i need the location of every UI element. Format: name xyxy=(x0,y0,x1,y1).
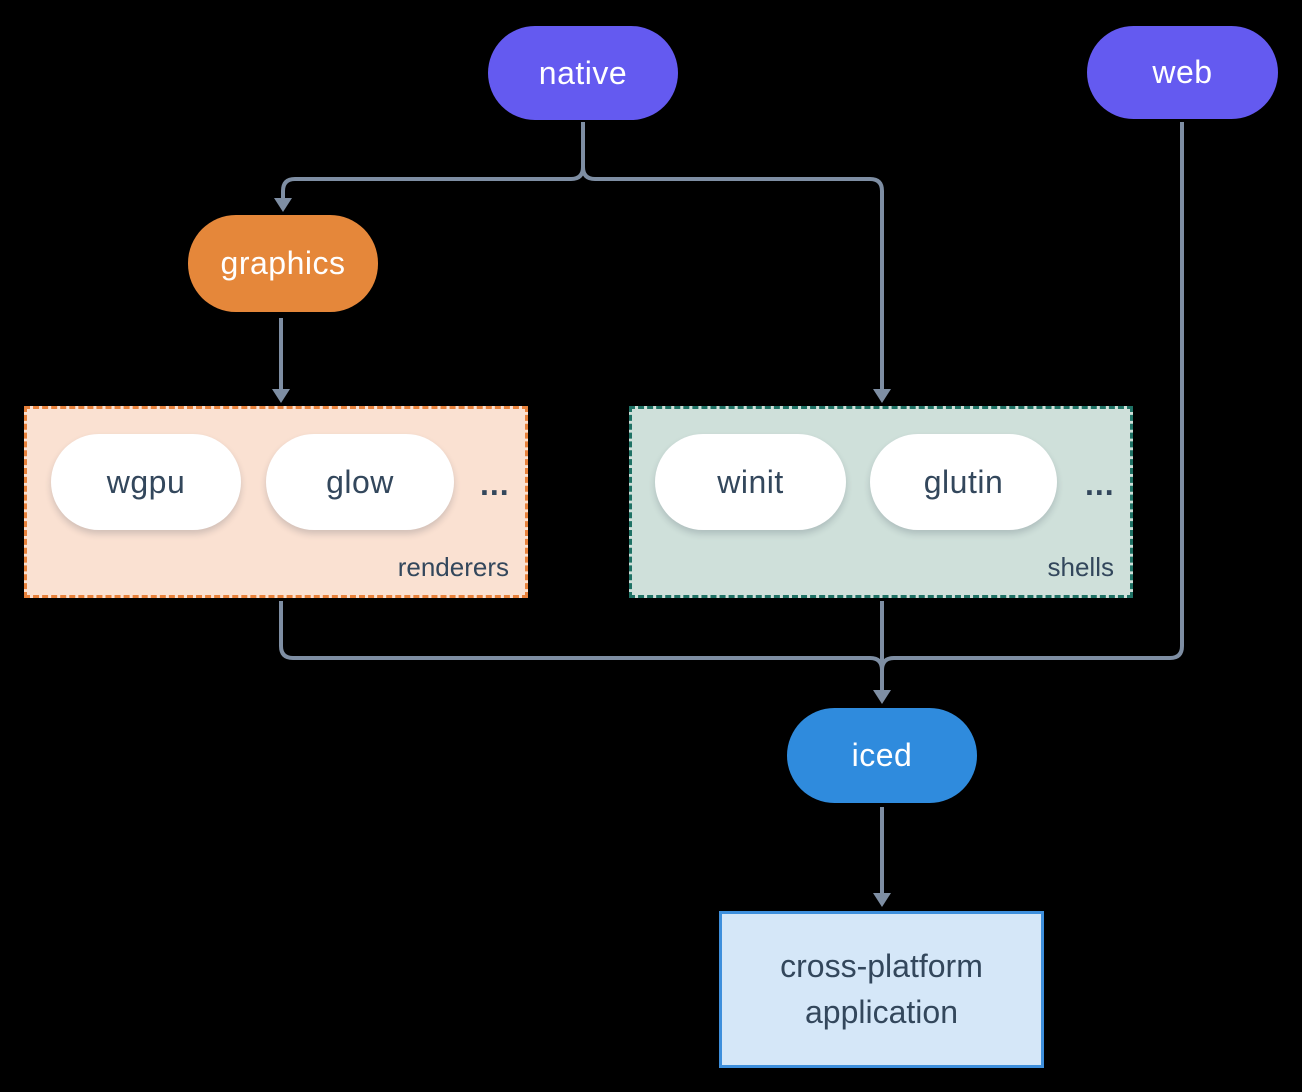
shells-ellipsis: ... xyxy=(1085,466,1115,502)
shells-group-label: shells xyxy=(1047,552,1114,582)
arrowhead-graphics-icon xyxy=(274,198,292,212)
node-native-label: native xyxy=(538,54,628,91)
node-glutin: glutin xyxy=(870,434,1057,530)
node-wgpu: wgpu xyxy=(51,434,241,530)
node-winit: winit xyxy=(655,434,846,530)
arrowhead-renderers-icon xyxy=(272,389,290,403)
renderers-group-label: renderers xyxy=(397,552,509,582)
node-graphics-label: graphics xyxy=(220,245,346,281)
application-label-line2: application xyxy=(805,993,958,1030)
node-glow-label: glow xyxy=(326,463,394,500)
connector-renderers-to-iced xyxy=(279,601,884,675)
group-shells: winit glutin ... shells xyxy=(629,406,1133,598)
arrowhead-shells-icon xyxy=(873,389,891,403)
node-glutin-label: glutin xyxy=(923,463,1004,500)
group-renderers: wgpu glow ... renderers xyxy=(24,406,528,598)
node-iced-label: iced xyxy=(851,737,913,773)
node-wgpu-label: wgpu xyxy=(106,463,186,500)
node-cross-platform-application: cross-platform application xyxy=(719,911,1044,1068)
node-winit-label: winit xyxy=(717,463,784,500)
arrowhead-application-icon xyxy=(873,893,891,907)
node-web: web xyxy=(1087,26,1278,119)
connector-native-to-shells xyxy=(581,166,884,390)
node-iced: iced xyxy=(787,708,977,803)
node-glow: glow xyxy=(266,434,454,530)
application-label-line1: cross-platform xyxy=(780,948,983,985)
renderers-ellipsis: ... xyxy=(480,466,510,502)
connector-native-to-graphics xyxy=(281,166,585,199)
arrowhead-iced-icon xyxy=(873,690,891,704)
node-graphics: graphics xyxy=(188,215,378,312)
node-web-label: web xyxy=(1152,54,1213,90)
node-native: native xyxy=(488,26,678,120)
